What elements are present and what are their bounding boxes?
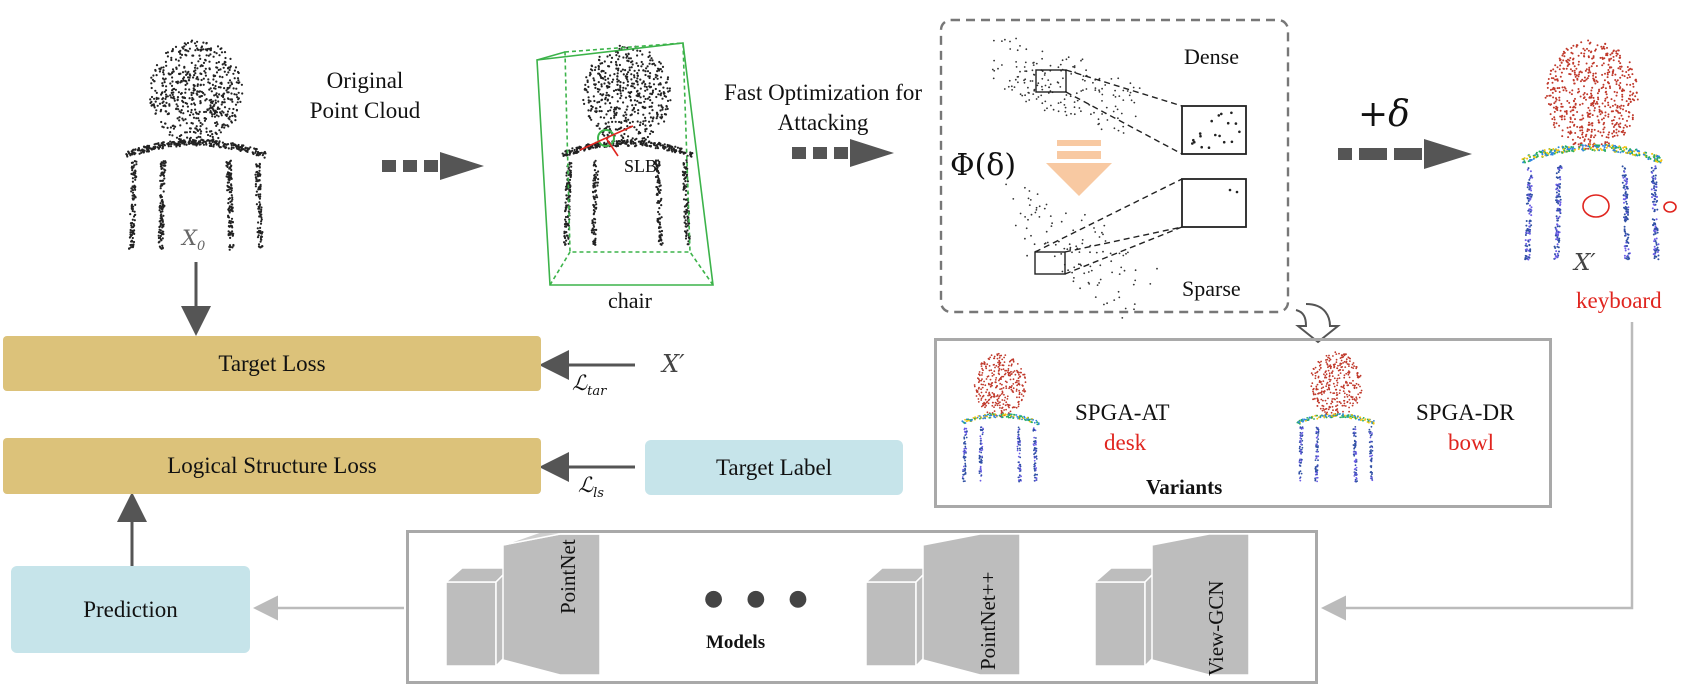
dashed-arrow-2 <box>792 139 894 167</box>
x-prime-output-label: X′ <box>1574 250 1596 276</box>
fast-optimization-line2: Attacking <box>777 110 869 135</box>
variants-title: Variants <box>1146 475 1223 499</box>
chair-label: chair <box>608 288 652 313</box>
original-label-line2: Point Cloud <box>309 98 421 123</box>
adversarial-point-cloud <box>1521 39 1663 261</box>
bounding-box <box>536 42 714 286</box>
model-viewgcn-label: View-GCN <box>1204 580 1228 676</box>
original-label: Original Point Cloud <box>290 66 440 126</box>
variants-arrow <box>1295 303 1341 344</box>
l-ls-label: ℒls <box>578 473 604 501</box>
spga-at-label: SPGA-AT <box>1075 400 1170 425</box>
keyboard-label: keyboard <box>1576 288 1662 313</box>
l-tar-subscript: tar <box>587 384 607 400</box>
dense-label: Dense <box>1184 44 1239 69</box>
model-pointnet-label: PointNet <box>556 539 580 614</box>
target-label-text: Target Label <box>715 454 833 480</box>
target-loss-box: Target Loss <box>3 336 541 391</box>
l-tar-symbol: ℒ <box>572 371 588 395</box>
l-tar-label: ℒtar <box>572 371 606 399</box>
bowl-label: bowl <box>1448 430 1494 455</box>
dense-zoom <box>1035 69 1247 155</box>
bbox-point-cloud <box>561 44 694 246</box>
target-loss-text: Target Loss <box>218 350 326 376</box>
x0-label: X0 <box>182 226 205 254</box>
fast-optimization-label: Fast Optimization for Attacking <box>708 78 938 138</box>
original-point-cloud <box>125 39 267 251</box>
densify-to-sparse-arrow <box>1046 140 1112 196</box>
dashed-arrow-3 <box>1338 139 1472 169</box>
model-pointnetpp-label: PointNet++ <box>976 571 1000 670</box>
original-label-line1: Original <box>326 68 404 93</box>
model-block-viewgcn <box>1093 533 1250 676</box>
desk-label: desk <box>1104 430 1147 455</box>
sparse-label: Sparse <box>1182 276 1241 301</box>
logical-structure-loss-box: Logical Structure Loss <box>3 438 541 494</box>
models-ellipsis: ● ● ● <box>704 586 816 611</box>
prediction-text: Prediction <box>83 596 178 622</box>
l-ls-subscript: ls <box>593 486 604 502</box>
logical-loss-text: Logical Structure Loss <box>167 453 377 478</box>
phi-delta-label: Φ(δ) <box>950 148 1017 183</box>
dashed-arrow-1 <box>382 152 484 180</box>
models-title: Models <box>706 632 766 653</box>
spga-dr-label: SPGA-DR <box>1416 400 1515 425</box>
slb-marker <box>579 125 634 157</box>
fast-optimization-line1: Fast Optimization for <box>723 80 923 105</box>
variants-frame <box>934 338 1552 508</box>
model-block-pointnetpp <box>864 533 1021 676</box>
models-frame <box>406 530 1318 684</box>
perturbation-highlight <box>1582 194 1677 218</box>
x0-subscript: 0 <box>196 239 206 255</box>
variant-dr-point-cloud <box>1296 351 1375 483</box>
x-prime-input-label: X′ <box>662 350 685 378</box>
prediction-box: Prediction <box>11 566 250 653</box>
variant-at-point-cloud <box>961 352 1040 483</box>
l-ls-symbol: ℒ <box>578 473 594 497</box>
plus-delta-label: +δ <box>1358 94 1410 135</box>
dense-scatter <box>991 37 1241 149</box>
target-label-box: Target Label <box>645 440 903 495</box>
slb-label: SLB <box>624 156 658 176</box>
sparse-zoom <box>1034 178 1247 275</box>
sparse-scatter <box>1005 183 1239 319</box>
model-block-pointnet <box>444 531 601 676</box>
adversarial-to-models-arrow <box>1321 322 1634 621</box>
x0-symbol: X <box>182 226 197 250</box>
